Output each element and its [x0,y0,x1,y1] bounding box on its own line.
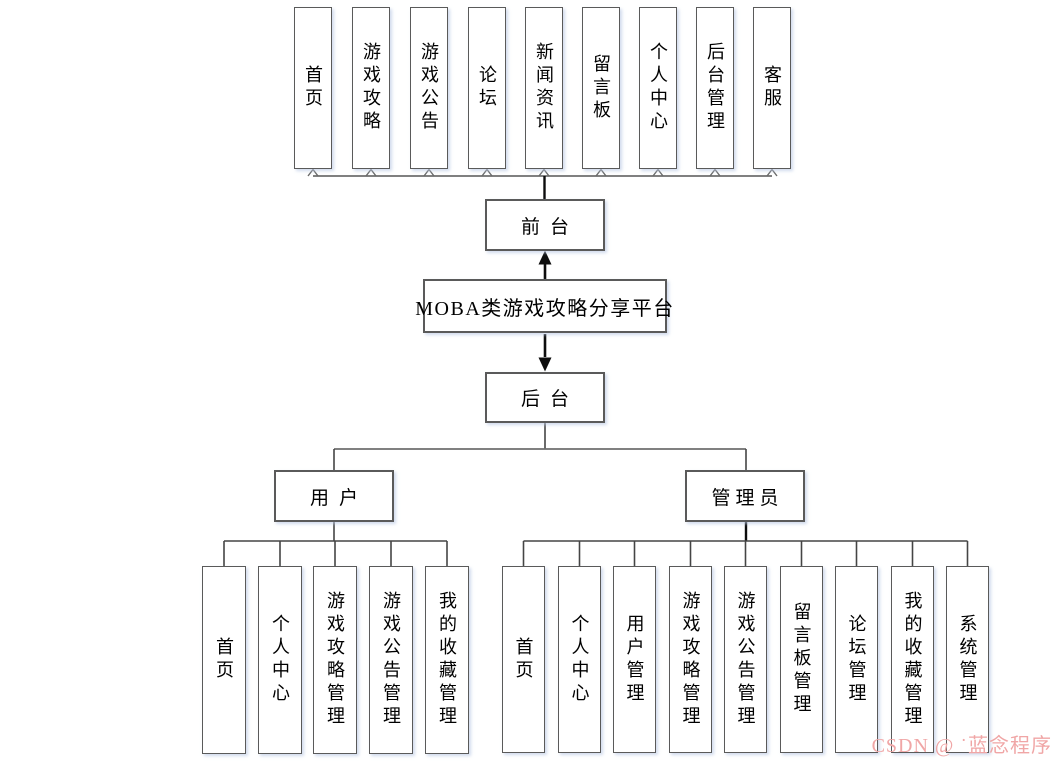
arrow-up-icon [365,168,377,177]
arrow-up-icon [652,168,664,177]
node-admin-home: 首页 [502,566,545,753]
node-admin-personal-center-label: 个人中心 [569,613,590,706]
user-subtree-connector [223,521,448,566]
node-admin-message-board-manage: 留言板管理 [780,566,823,753]
node-admin-role-label: 管理员 [711,487,784,509]
csdn-watermark: CSDN @ ˙蓝念程序 [871,735,1052,757]
node-user-my-favorites-manage-label: 我的收藏管理 [437,591,457,729]
backend-split-connector [333,423,747,470]
node-frontend-home: 首页 [294,7,332,169]
arrow-down-solid-icon [538,357,552,372]
platform-title-label: MOBA类游戏攻略分享平台 [415,297,675,320]
node-frontend-forum: 论坛 [468,7,506,169]
node-user-game-strategy-manage: 游戏攻略管理 [313,566,357,754]
node-user-game-announcement-manage: 游戏公告管理 [369,566,413,754]
node-frontend-message-board: 留言板 [582,7,620,169]
node-admin-forum-manage-label: 论坛管理 [846,613,867,706]
node-admin-personal-center: 个人中心 [558,566,601,753]
node-frontend-backend-manage: 后台管理 [696,7,734,169]
node-frontend-game-announcement: 游戏公告 [410,7,448,169]
node-admin-home-label: 首页 [513,636,534,683]
arrow-up-solid-icon [538,250,552,265]
node-admin-role: 管理员 [685,470,805,522]
node-admin-game-strategy-manage-label: 游戏攻略管理 [680,590,701,729]
arrow-up-icon [766,168,778,177]
node-user-home: 首页 [202,566,246,754]
node-frontend-news-label: 新闻资讯 [534,42,554,134]
node-admin-my-favorites-manage: 我的收藏管理 [891,566,934,753]
node-frontend-game-announcement-label: 游戏公告 [419,42,439,134]
node-backend-label: 后台 [520,389,579,410]
node-frontend-home-label: 首页 [303,65,323,111]
node-user-personal-center: 个人中心 [258,566,302,754]
node-frontend-game-strategy-label: 游戏攻略 [361,42,381,134]
node-user-role: 用户 [274,470,394,522]
node-admin-game-announcement-manage-label: 游戏公告管理 [735,590,756,729]
node-frontend: 前台 [485,199,605,251]
node-admin-system-manage-label: 系统管理 [957,613,978,706]
node-frontend-personal-center-label: 个人中心 [648,42,668,134]
node-user-role-label: 用户 [309,487,368,509]
node-frontend-message-board-label: 留言板 [591,53,611,123]
node-frontend-customer-service: 客服 [753,7,791,169]
node-user-my-favorites-manage: 我的收藏管理 [425,566,469,754]
arrow-up-icon [538,168,550,177]
arrow-up-icon [595,168,607,177]
frontend-connector [307,168,778,199]
node-user-game-announcement-manage-label: 游戏公告管理 [381,591,401,729]
node-admin-user-manage: 用户管理 [613,566,656,753]
node-frontend-label: 前台 [520,216,579,238]
arrow-up-icon [423,168,435,177]
node-admin-game-strategy-manage: 游戏攻略管理 [669,566,712,753]
node-admin-forum-manage: 论坛管理 [835,566,878,753]
arrow-up-icon [709,168,721,177]
platform-arrows [538,250,552,372]
node-frontend-forum-label: 论坛 [477,65,497,111]
node-admin-system-manage: 系统管理 [946,566,989,753]
node-admin-message-board-manage-label: 留言板管理 [791,602,812,717]
node-frontend-backend-manage-label: 后台管理 [705,42,725,134]
node-user-game-strategy-manage-label: 游戏攻略管理 [325,591,345,729]
node-frontend-game-strategy: 游戏攻略 [352,7,390,169]
node-user-home-label: 首页 [214,637,234,683]
node-admin-game-announcement-manage: 游戏公告管理 [724,566,767,753]
node-platform-title: MOBA类游戏攻略分享平台 [415,279,673,333]
node-frontend-customer-service-label: 客服 [762,65,782,111]
arrow-up-icon [481,168,493,177]
node-admin-my-favorites-manage-label: 我的收藏管理 [902,590,923,729]
node-backend: 后台 [485,372,605,423]
node-admin-user-manage-label: 用户管理 [624,613,645,706]
node-frontend-news: 新闻资讯 [525,7,563,169]
arrow-up-icon [307,168,319,177]
admin-subtree-connector [522,522,969,566]
node-frontend-personal-center: 个人中心 [639,7,677,169]
node-user-personal-center-label: 个人中心 [270,614,290,706]
